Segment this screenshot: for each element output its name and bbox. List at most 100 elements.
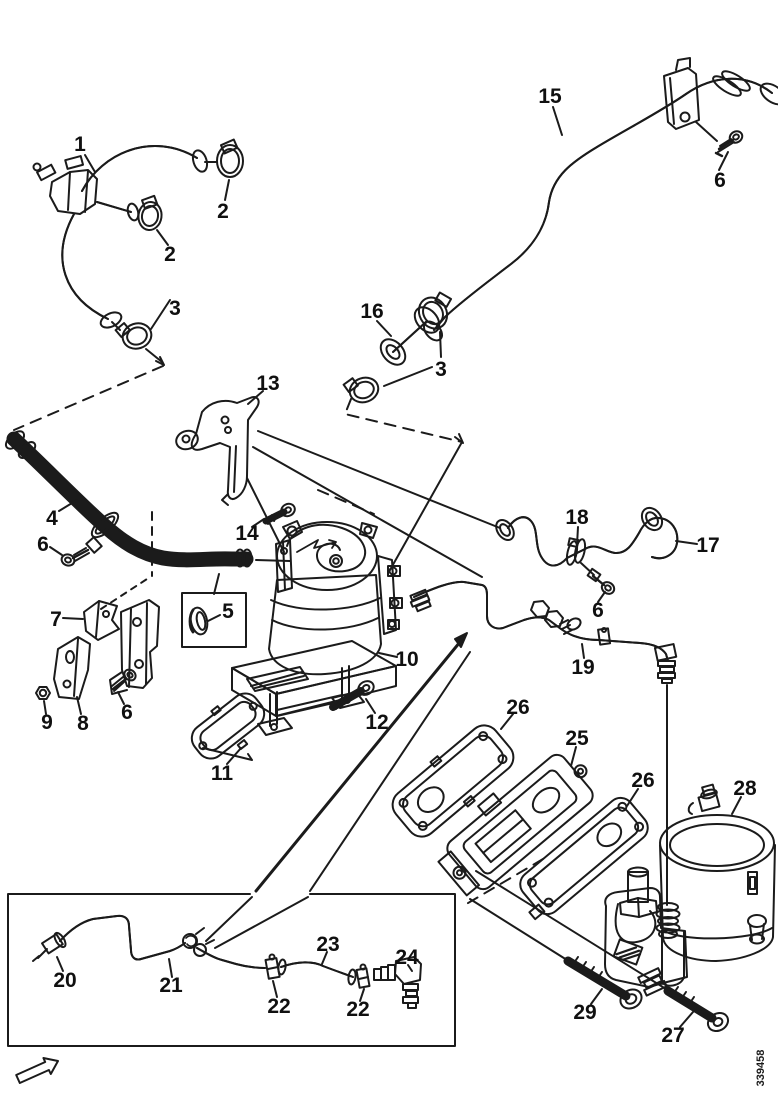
callout-leader-line (247, 390, 264, 405)
part-pump-body-bottom (604, 866, 688, 997)
callout-leader-line (731, 796, 742, 815)
callout-label-6: 6 (592, 599, 604, 622)
callout-leader-line (581, 643, 585, 659)
inset-detail-box (7, 893, 456, 1047)
callout-leader-line (56, 956, 64, 972)
part-bracket-8 (53, 636, 91, 700)
callout-leader-line (49, 546, 63, 556)
part-clamp-2-right (204, 138, 244, 178)
callout-label-5: 5 (222, 600, 234, 623)
part-gasket-26-lower (519, 796, 649, 921)
figure-number: 339458 (755, 1050, 767, 1087)
callout-label-22: 22 (346, 998, 369, 1021)
part-air-pump-10 (268, 520, 403, 676)
callout-label-3: 3 (169, 297, 181, 320)
callout-leader-line (378, 652, 398, 658)
callout-leader-lines-layer (43, 106, 742, 1028)
callout-leader-line (576, 526, 579, 546)
part-nut-9 (35, 686, 51, 700)
callout-label-13: 13 (256, 372, 279, 395)
callout-label-21: 21 (159, 974, 183, 997)
callout-label-10: 10 (395, 648, 418, 671)
callout-label-19: 19 (571, 656, 594, 679)
callout-leader-line (376, 320, 392, 337)
callout-leader-line (383, 366, 433, 387)
callout-label-4: 4 (46, 507, 58, 530)
part-bolt-29 (563, 956, 643, 1010)
callout-label-3: 3 (435, 358, 447, 381)
callout-label-6: 6 (121, 701, 133, 724)
callout-label-6: 6 (37, 533, 49, 556)
callout-leader-line (168, 958, 173, 978)
callout-label-6: 6 (714, 169, 726, 192)
part-bolt-6-right (586, 567, 616, 595)
part-bolt-6-lower-left (111, 668, 137, 692)
callout-leader-line (321, 951, 328, 965)
part-bolt-14 (262, 502, 296, 525)
callout-leader-line (679, 1011, 694, 1028)
part-pipe-21 (59, 914, 266, 969)
callout-leader-line (359, 988, 365, 1002)
callout-label-15: 15 (538, 85, 562, 108)
callout-label-23: 23 (316, 933, 339, 956)
callout-label-24: 24 (395, 946, 419, 969)
callout-leader-line (62, 617, 84, 620)
callout-leader-line (207, 614, 221, 622)
callout-leader-line (718, 151, 729, 171)
callout-label-26: 26 (631, 769, 654, 792)
callout-label-7: 7 (50, 608, 62, 631)
part-hose-23 (277, 958, 357, 986)
callout-label-17: 17 (696, 534, 719, 557)
callout-leader-line (226, 747, 242, 765)
part-bracket-13 (175, 396, 260, 506)
callout-label-16: 16 (360, 300, 383, 323)
part-fitting-24 (373, 956, 422, 1009)
callout-label-28: 28 (733, 777, 757, 800)
part-pump-mount-bracket (109, 599, 160, 695)
callout-leader-line (150, 299, 171, 330)
callout-leader-line (590, 988, 603, 1005)
part-clamp-22-right (355, 963, 371, 989)
callout-label-2: 2 (164, 243, 176, 266)
callout-leader-line (156, 229, 169, 246)
callout-leader-line (500, 713, 514, 730)
part-pump-mounting-plate (231, 640, 397, 736)
callout-label-27: 27 (661, 1024, 684, 1047)
part-bolt-6-left (60, 547, 90, 567)
callout-leader-line (224, 179, 230, 201)
callout-leader-line (272, 980, 278, 998)
callout-label-26: 26 (506, 696, 529, 719)
callout-leader-line (58, 499, 78, 512)
callout-label-14: 14 (235, 522, 259, 545)
part-bolt-6-top-right (714, 130, 744, 158)
callout-leader-line (43, 700, 47, 715)
callout-leader-line (84, 154, 96, 173)
callout-leader-line (552, 106, 563, 136)
callout-label-12: 12 (365, 711, 388, 734)
callout-leader-line (407, 964, 413, 972)
part-clamp-3-upper-left (111, 321, 153, 350)
part-bolt-12 (329, 680, 375, 711)
part-seal-5-detail-box (181, 592, 247, 648)
part-clamp-3-lower (342, 376, 380, 404)
part-gasket-11 (190, 692, 266, 761)
callout-leader-line (570, 746, 577, 767)
part-grommet-20 (32, 931, 67, 962)
part-bolt-27 (663, 986, 730, 1033)
callout-label-8: 8 (77, 712, 89, 735)
part-gasket-26-upper (391, 724, 515, 838)
view-direction-arrow-icon (15, 1057, 59, 1084)
part-pipe-16 (379, 306, 441, 366)
part-hose-assembly-1 (32, 145, 209, 329)
callout-label-20: 20 (53, 969, 76, 992)
callout-leader-line (365, 698, 376, 714)
part-pipe-4 (4, 430, 254, 568)
part-valve-25 (437, 753, 594, 897)
part-clamp-2-left (137, 194, 163, 231)
part-hose-15 (422, 57, 778, 342)
callout-label-29: 29 (573, 1001, 596, 1024)
callout-leader-line (626, 788, 639, 807)
